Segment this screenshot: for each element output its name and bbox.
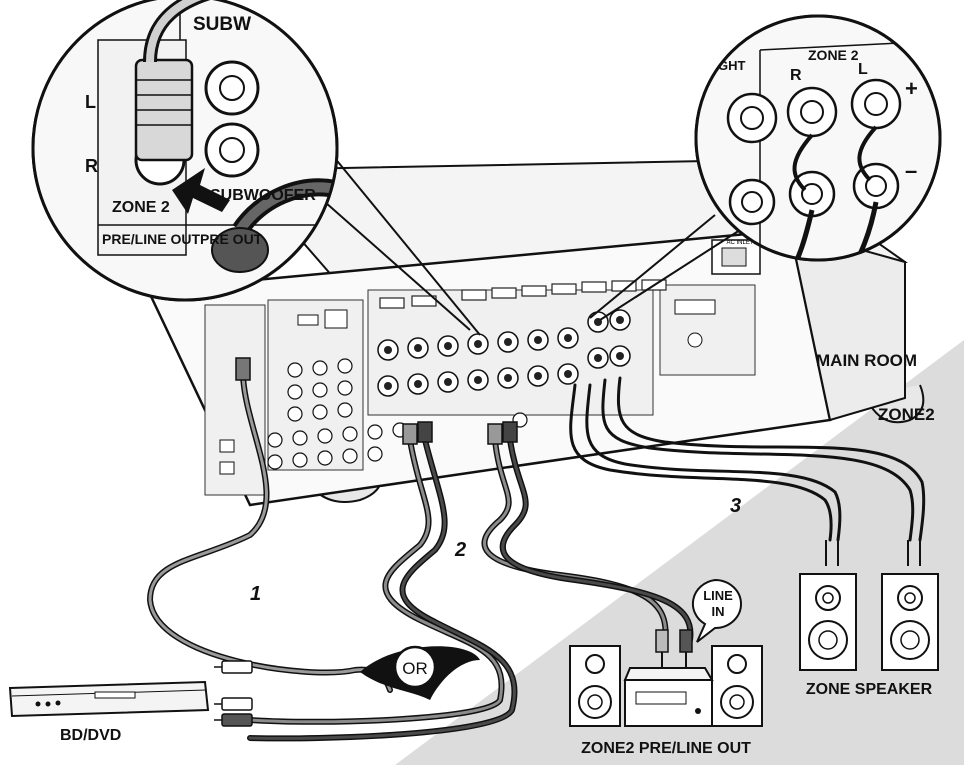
or-label: OR <box>402 659 428 678</box>
callout-left-subwoofer-bottom: SUBWOOFER <box>210 187 316 204</box>
callout-left: SUBW L R ZONE 2 SUBWOOFER PRE/LINE OUT P… <box>31 0 481 336</box>
callout-left-pre-out: PRE OUT <box>200 231 263 247</box>
step-number-3: 3 <box>730 495 741 517</box>
callout-left-zone2: ZONE 2 <box>112 199 170 216</box>
line-in-label-1: LINE <box>703 588 733 603</box>
callout-right-plus: + <box>905 76 918 101</box>
callout-left-l: L <box>85 92 96 112</box>
callout-right-minus: – <box>905 158 917 183</box>
line-in-label-2: IN <box>712 604 725 619</box>
main-room-label: MAIN ROOM <box>816 351 917 370</box>
receiver-plugs <box>235 357 518 445</box>
bd-dvd-player: BD/DVD <box>8 680 210 744</box>
zone2-area-label: ZONE2 <box>878 405 935 424</box>
bd-dvd-plugs <box>214 660 253 727</box>
callout-right: RIGHT ZONE 2 R L + – <box>589 14 942 321</box>
callout-left-subwoofer-top: SUBW <box>193 14 251 35</box>
callout-left-r: R <box>85 156 98 176</box>
step-number-2: 2 <box>454 539 466 561</box>
callout-right-zone2: ZONE 2 <box>808 47 859 63</box>
zone2-preout-label: ZONE2 PRE/LINE OUT <box>581 740 751 757</box>
or-badge: OR <box>360 645 480 700</box>
bd-dvd-label: BD/DVD <box>60 727 121 744</box>
zone2-system: LINE IN ZONE2 PRE/LINE OUT <box>569 578 763 757</box>
step-number-1: 1 <box>250 583 261 605</box>
callout-right-l: L <box>858 61 868 78</box>
callout-left-pre-line-out: PRE/LINE OUT <box>102 231 200 247</box>
callout-right-r: R <box>790 67 802 84</box>
cables <box>146 372 926 742</box>
ac-inlet-label: AC INLET <box>726 240 753 246</box>
zone-speaker-label: ZONE SPEAKER <box>806 681 933 698</box>
zone-speakers: ZONE SPEAKER <box>799 540 939 698</box>
